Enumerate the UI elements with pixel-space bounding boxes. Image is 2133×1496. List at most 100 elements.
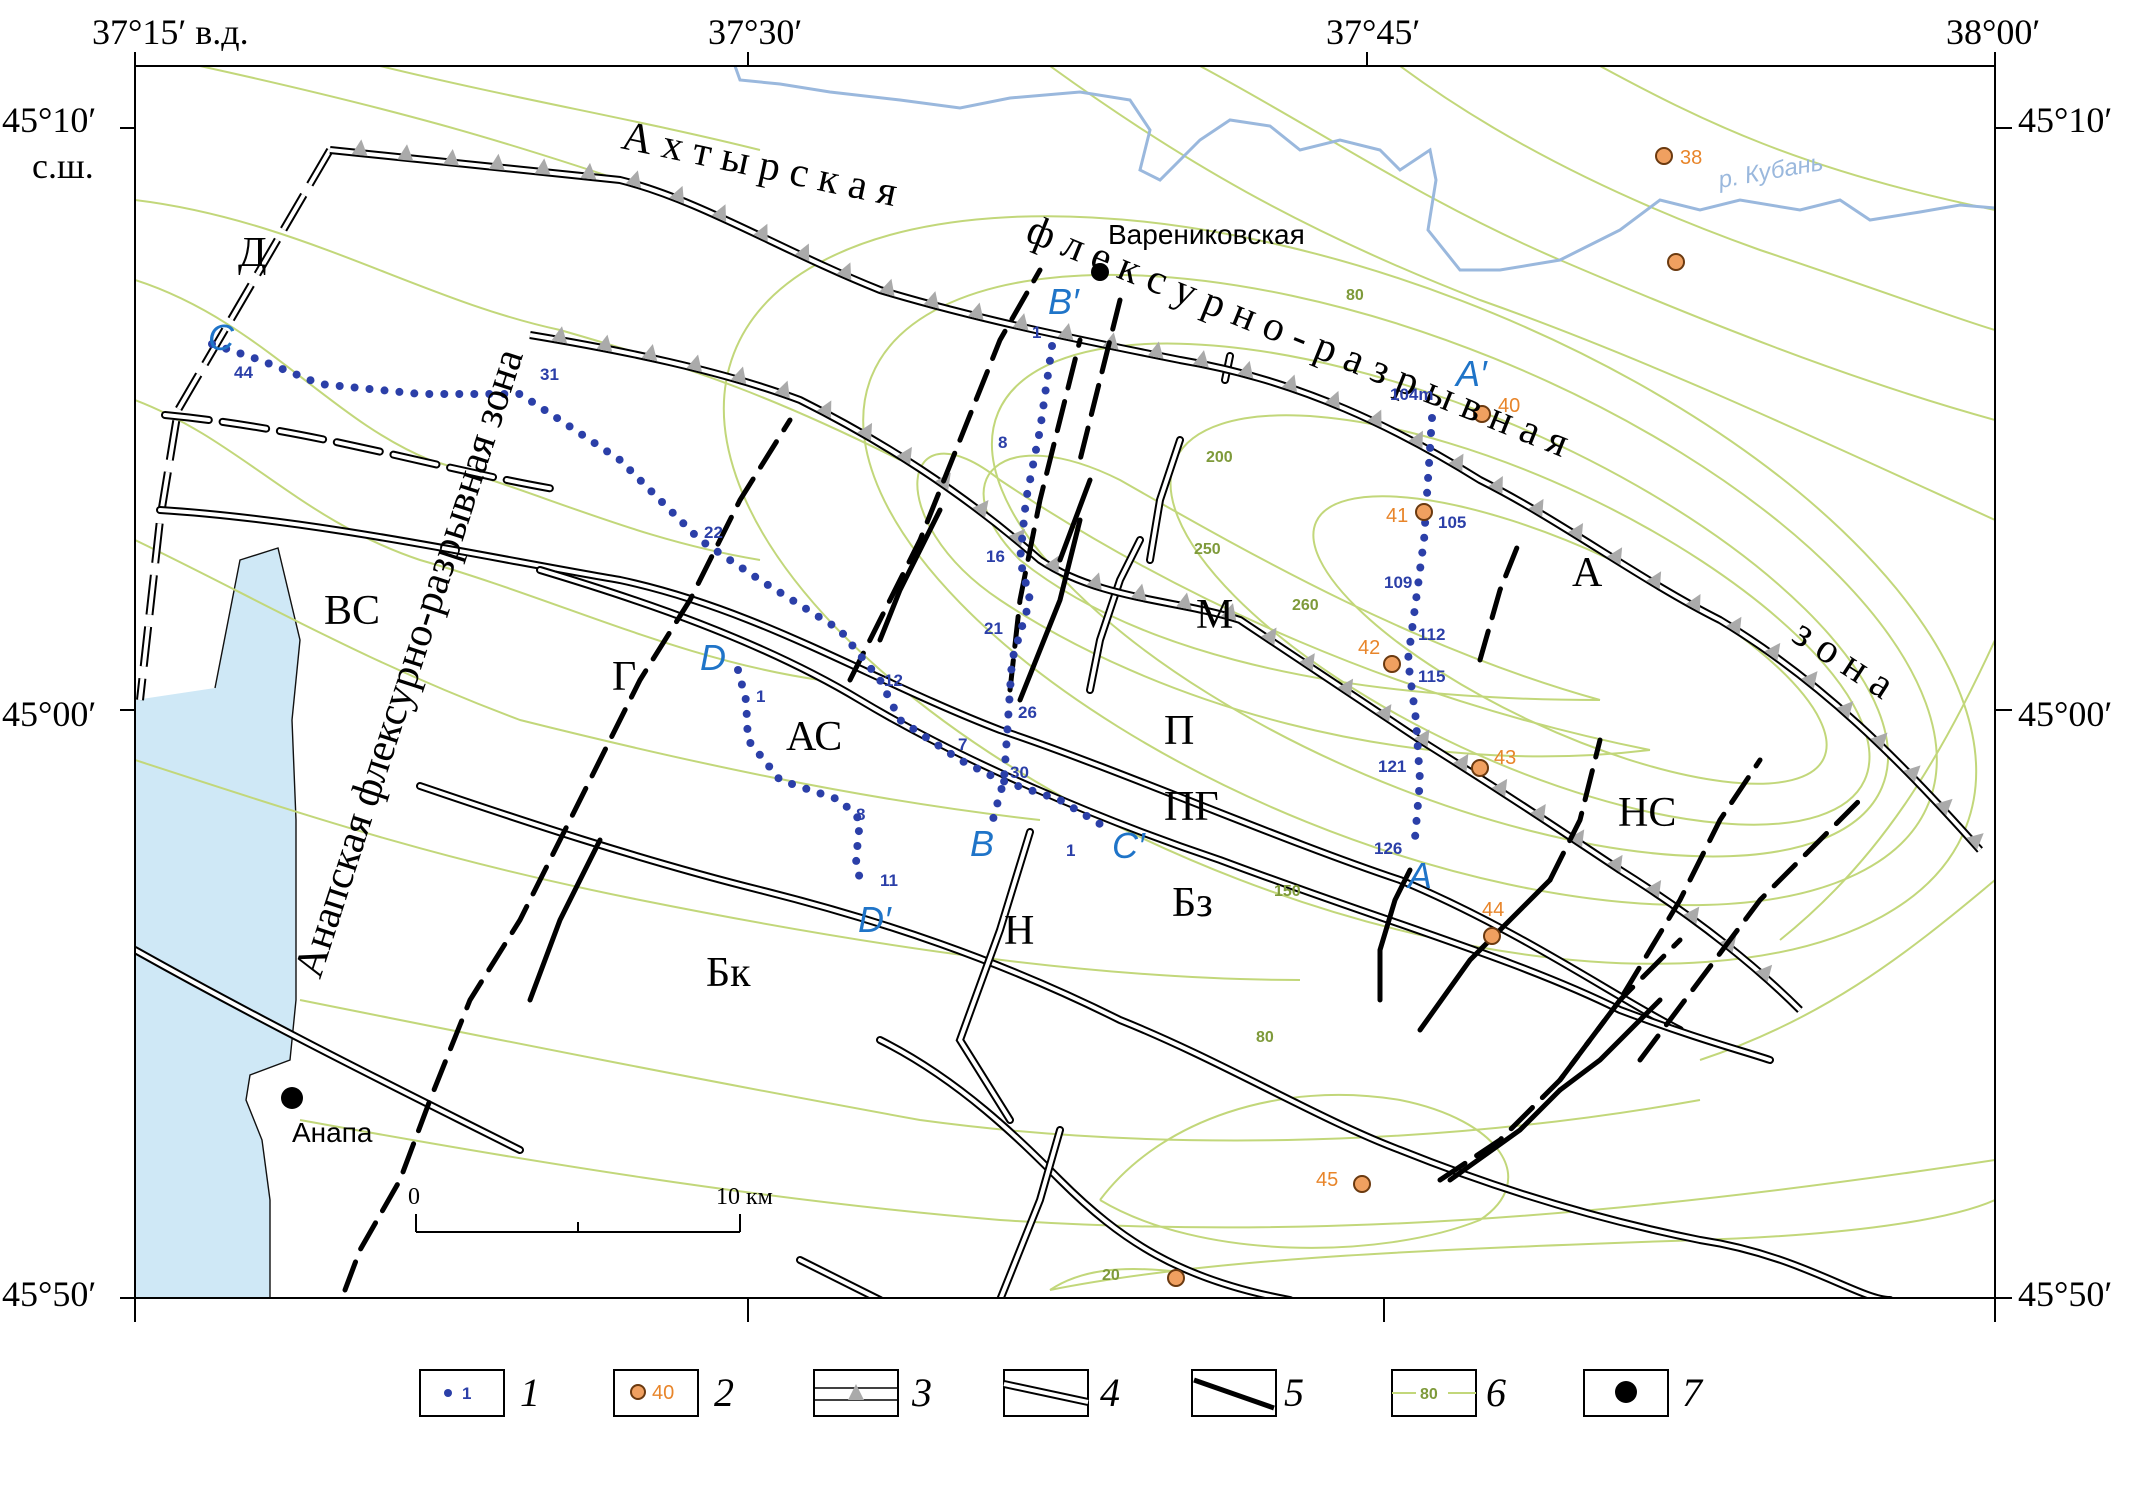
well-38-label: 38 [1680,147,1702,169]
legend-num-6: 6 [1486,1370,1506,1415]
thrust-triangle [972,499,989,518]
profile-point [1003,725,1012,734]
profile-point [1021,504,1030,513]
thrust-triangle [1453,753,1469,772]
well-41 [1415,503,1433,521]
coord-right-2: 45°00′ [2018,694,2112,734]
thrust-triangle [443,149,460,166]
profile-point [636,476,645,485]
profile-point [500,390,509,398]
settlement-varenikovskaya-icon [1091,263,1109,281]
thrust-triangle [1193,350,1209,368]
thrust-triangle [488,153,505,171]
profile-point [1411,831,1420,840]
profile-point [679,519,688,528]
profile-point [1095,819,1104,828]
profile-A-num-105: 105 [1438,513,1466,532]
profile-point [751,572,760,581]
profile-point [1426,443,1435,452]
profile-point [1001,755,1010,764]
thrust-triangle [1414,729,1430,748]
thrust-triangle [1836,701,1854,719]
profile-point [395,387,404,396]
block-Bz: Бз [1172,880,1213,926]
frame-ticks [120,52,2012,1322]
profile-point [278,365,287,374]
profile-point [1000,777,1009,786]
profile-point [1043,371,1052,380]
thrust-triangle [1281,374,1297,393]
profile-point [1032,445,1040,454]
profile-point [973,764,981,773]
transverse-faults [342,267,1863,1293]
thrust-triangle [686,354,702,372]
thrust-triangle [1367,409,1382,428]
settlement-icon [1615,1381,1637,1403]
profile-point [410,389,419,398]
profile-point [1406,637,1415,646]
thrust-triangle [1685,593,1701,612]
profile-point [1427,429,1435,437]
profile-point [565,422,574,431]
legend-num-5: 5 [1284,1370,1304,1415]
profile-point [755,750,764,759]
profile-point [528,397,536,406]
block-N: Н [1004,908,1034,954]
coord-left-1-sub: с.ш. [32,146,94,186]
block-VS: ВС [324,588,380,634]
profile-point [264,359,273,368]
thrust-triangle [1147,341,1164,359]
profile-point [578,430,587,439]
profile-point [1013,636,1022,645]
profile-point [959,757,968,766]
thrust-triangle [1528,498,1544,517]
profile-point [1425,458,1434,467]
thrust-triangle [1176,592,1192,610]
block-D: Д [238,230,267,276]
thrust-triangle [968,302,984,320]
thrust-triangle [580,162,597,180]
well-44 [1483,927,1501,945]
profile-point [1042,791,1051,800]
profile-point [855,871,864,880]
well-41-label: 41 [1386,505,1408,527]
isoline-label-150: 150 [1274,883,1301,900]
profile-A-num-121: 121 [1378,757,1406,776]
profile-point [1408,623,1417,631]
thrust-triangle [1726,616,1742,635]
profile-point [1412,727,1421,736]
thrust-triangle [1568,829,1585,848]
well-20-label: 20 [1102,1267,1120,1284]
thrust-triangle [1683,906,1700,925]
anapa-fault-zone [136,147,334,701]
profile-D-prime-label: D′ [858,899,892,940]
thrust-triangle [625,170,642,188]
legend: 1 1 40 2 3 4 5 80 6 [419,1369,1704,1417]
profile-point [934,741,943,750]
profile-point [742,709,751,718]
profile-point [909,724,918,733]
profile-point [250,354,259,363]
profile-point [743,724,752,733]
profile-point [1410,608,1419,617]
profile-point [1414,757,1423,766]
profile-point [440,390,449,398]
profile-A-num-104m: 104m [1390,385,1433,404]
profile-C-num-7: 7 [958,735,967,754]
legend-num-2: 2 [714,1370,734,1415]
block-PG: ПГ [1164,784,1219,830]
thrust-triangle [669,185,685,204]
thrust-triangles [351,139,1984,983]
profile-point [1407,682,1416,691]
thrust-triangle [1755,964,1773,983]
profile-point [485,390,494,398]
profile-point [1018,564,1027,573]
thrust-triangle [816,400,832,419]
profile-point [689,529,698,538]
profile-point [1004,710,1013,719]
profile-point [1412,816,1421,825]
profile-point [1018,534,1027,543]
profile-point [1082,812,1091,820]
legend-box-5 [1191,1369,1277,1417]
profile-C-num-44: 44 [234,363,253,382]
